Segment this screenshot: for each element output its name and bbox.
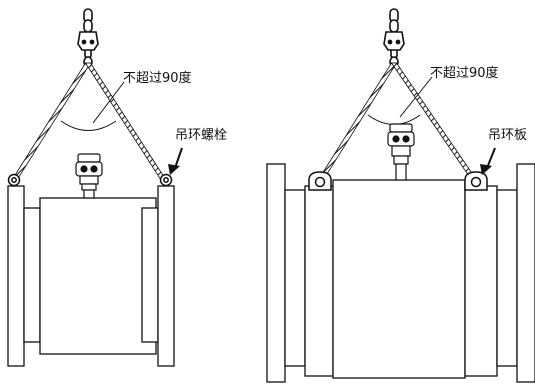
sling-left <box>11 62 167 181</box>
eye-bolt-left-1 <box>7 173 21 187</box>
lifting-plate-right <box>464 171 488 191</box>
angle-leader-left <box>92 81 125 124</box>
eye-bolt-left-2 <box>159 173 173 187</box>
angle-leader-right <box>399 76 433 118</box>
transmitter-head-left <box>75 153 103 199</box>
panel-left: 不超过90度 <box>7 8 227 367</box>
pointer-arrow-left <box>168 147 183 175</box>
crane-hook-right <box>383 8 405 68</box>
panel-right: 不超过90度 <box>266 8 535 383</box>
part-label-left: 吊环螺栓 <box>175 128 227 143</box>
crane-hook-left <box>77 8 99 68</box>
angle-label-left: 不超过90度 <box>123 70 192 86</box>
angle-label-right: 不超过90度 <box>430 65 499 81</box>
flowmeter-body-right <box>266 163 535 383</box>
transmitter-head-right <box>387 123 415 181</box>
flowmeter-body-left <box>7 185 175 367</box>
pointer-arrow-right <box>480 147 496 175</box>
part-label-right: 吊环板 <box>488 128 527 143</box>
lifting-plate-left <box>308 171 332 191</box>
angle-arc-right <box>367 114 421 125</box>
angle-arc-left <box>60 120 117 131</box>
